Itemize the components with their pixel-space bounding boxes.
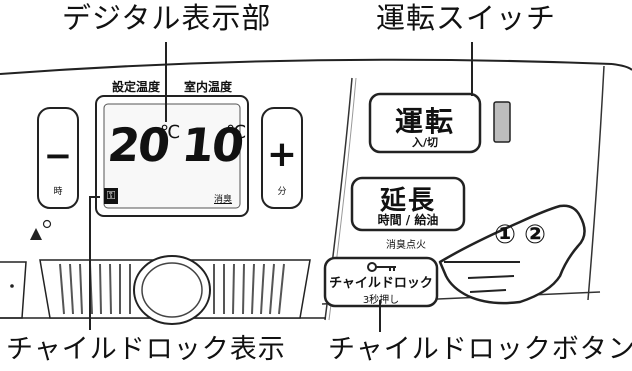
plus-button-sublabel: 分 bbox=[277, 187, 287, 197]
room-temp-unit: ℃ bbox=[226, 122, 247, 143]
minus-button-sublabel: 時 bbox=[53, 187, 63, 197]
set-temp-label: 設定温度 bbox=[112, 80, 161, 94]
step-1-marker: ① bbox=[494, 220, 517, 250]
room-temp-label: 室内温度 bbox=[184, 80, 233, 94]
extend-button-sublabel: 時間 / 給油 bbox=[377, 213, 439, 227]
minus-button[interactable]: − bbox=[43, 136, 73, 176]
deodorize-indicator: 消臭 bbox=[214, 195, 233, 205]
plus-button[interactable]: + bbox=[266, 134, 298, 175]
child-lock-button-sublabel: 3秒押し bbox=[362, 295, 400, 306]
extend-button[interactable]: 延長 bbox=[379, 186, 436, 216]
child-lock-indicator-icon: ⚿ bbox=[104, 188, 118, 204]
child-lock-button[interactable]: チャイルドロック bbox=[329, 276, 433, 291]
run-button-sublabel: 入/切 bbox=[411, 136, 439, 149]
callout-digital-display: デジタル表示部 bbox=[62, 1, 272, 35]
step-2-marker: ② bbox=[524, 220, 547, 250]
set-temp-unit: ℃ bbox=[160, 122, 181, 143]
run-button[interactable]: 運転 bbox=[394, 105, 455, 138]
callout-child-lock-display: チャイルドロック表示 bbox=[6, 334, 286, 365]
callout-child-lock-button: チャイルドロックボタン bbox=[328, 334, 632, 365]
pressing-hand-icon bbox=[438, 204, 586, 305]
deodorize-ignition-label: 消臭点火 bbox=[386, 240, 426, 251]
callout-run-switch: 運転スイッチ bbox=[376, 1, 557, 35]
